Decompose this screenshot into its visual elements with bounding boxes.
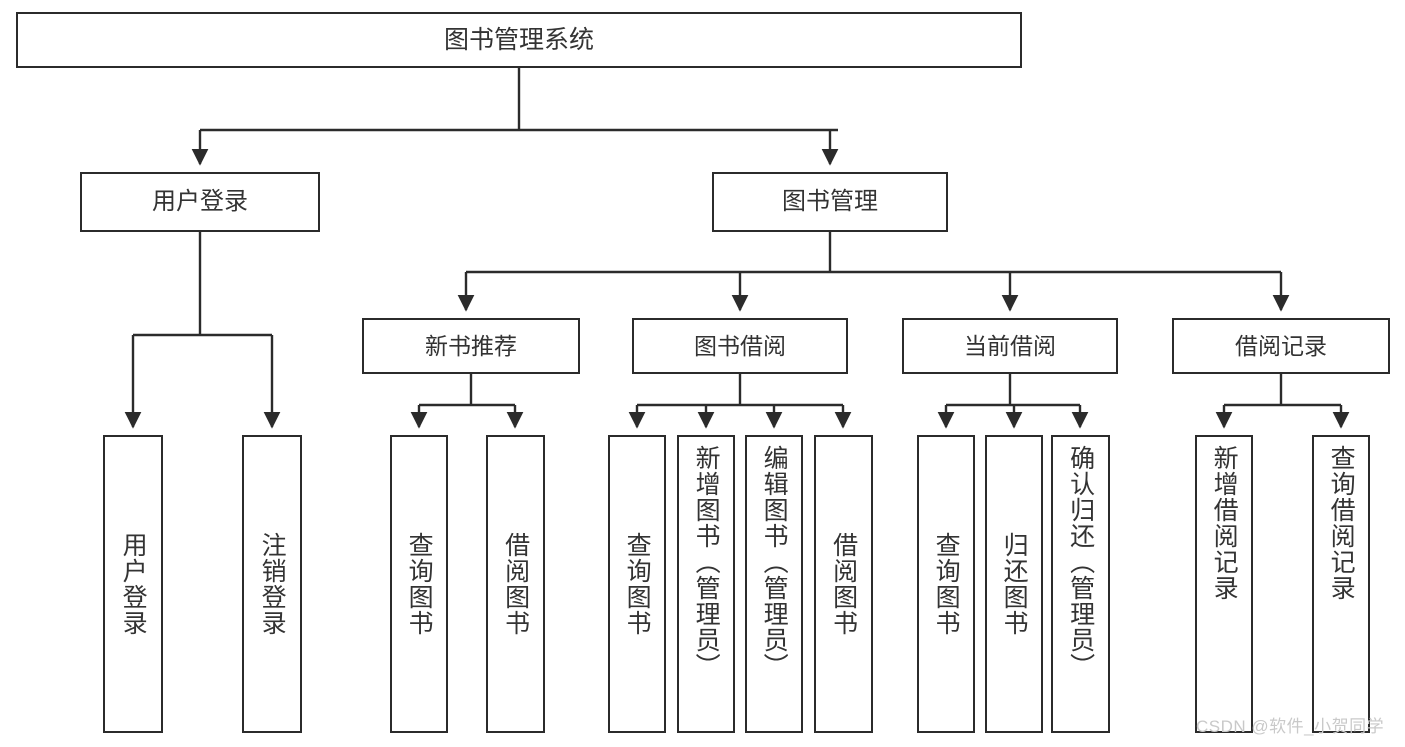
node-label: 图书管理系统 (443, 25, 594, 54)
node-level1-user-login[interactable]: 用户登录 (80, 172, 320, 232)
node-label: 确认归还（管理员） (1066, 445, 1095, 679)
leaf-node[interactable]: 新增借阅记录 (1195, 435, 1253, 733)
leaf-node[interactable]: 新增图书（管理员） (677, 435, 735, 733)
csdn-watermark: CSDN @软件_小贺同学 (1196, 717, 1385, 736)
leaf-node[interactable]: 借阅图书 (486, 435, 545, 733)
node-level2-new-book-recommend[interactable]: 新书推荐 (362, 318, 580, 374)
leaf-node[interactable]: 查询图书 (390, 435, 448, 733)
leaf-node[interactable]: 用户登录 (103, 435, 163, 733)
leaf-node[interactable]: 注销登录 (242, 435, 302, 733)
node-label: 注销登录 (258, 532, 287, 636)
leaf-node[interactable]: 编辑图书（管理员） (745, 435, 803, 733)
node-label: 借阅记录 (1235, 332, 1327, 359)
node-label: 新书推荐 (425, 332, 517, 359)
node-label: 借阅图书 (501, 532, 530, 636)
node-label: 新增图书（管理员） (692, 445, 721, 679)
node-label: 当前借阅 (964, 332, 1056, 359)
node-label: 查询图书 (623, 532, 652, 636)
leaf-node[interactable]: 查询图书 (917, 435, 975, 733)
node-level2-borrow-record[interactable]: 借阅记录 (1172, 318, 1390, 374)
node-level2-current-borrow[interactable]: 当前借阅 (902, 318, 1118, 374)
leaf-node[interactable]: 确认归还（管理员） (1051, 435, 1110, 733)
leaf-node[interactable]: 查询借阅记录 (1312, 435, 1370, 733)
node-label: 图书管理 (782, 188, 878, 216)
node-label: 用户登录 (152, 188, 248, 216)
node-label: 查询图书 (405, 532, 434, 636)
node-label: 查询图书 (932, 532, 961, 636)
node-label: 借阅图书 (829, 532, 858, 636)
node-level2-book-borrow[interactable]: 图书借阅 (632, 318, 848, 374)
node-label: 归还图书 (1000, 532, 1029, 636)
node-label: 新增借阅记录 (1210, 445, 1239, 601)
node-label: 用户登录 (119, 532, 148, 636)
node-root[interactable]: 图书管理系统 (16, 12, 1022, 68)
leaf-node[interactable]: 查询图书 (608, 435, 666, 733)
node-label: 编辑图书（管理员） (760, 445, 789, 679)
leaf-node[interactable]: 借阅图书 (814, 435, 873, 733)
node-level1-book-management[interactable]: 图书管理 (712, 172, 948, 232)
leaf-node[interactable]: 归还图书 (985, 435, 1043, 733)
node-label: 查询借阅记录 (1327, 445, 1356, 601)
node-label: 图书借阅 (694, 332, 786, 359)
